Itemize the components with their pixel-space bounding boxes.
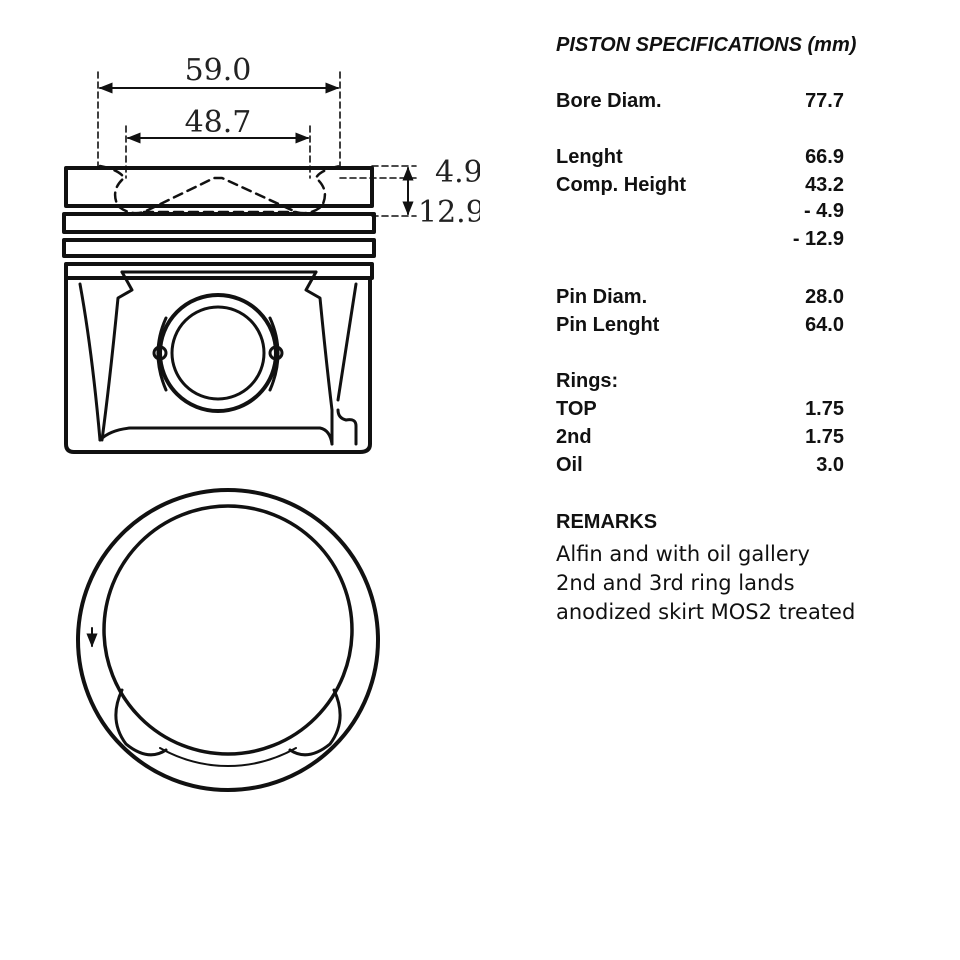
- spec-value: 3.0: [816, 454, 844, 476]
- spec-value: - 12.9: [792, 228, 844, 250]
- spec-value: - 4.9: [803, 200, 844, 222]
- dim-bowl-width-label: 48.7: [185, 105, 252, 140]
- spec-label: TOP: [556, 398, 597, 420]
- spec-label: Lenght: [556, 146, 623, 168]
- spec-row-comp-height-minus-2: - 12.9: [556, 228, 856, 254]
- spec-label: Pin Diam.: [556, 286, 648, 308]
- spec-label: Oil: [556, 454, 583, 476]
- spec-value: 43.2: [805, 174, 844, 196]
- spec-label: Rings:: [556, 370, 619, 392]
- spec-label: Pin Lenght: [556, 314, 660, 336]
- remarks-title: REMARKS: [556, 511, 658, 533]
- spec-row-comp-height: Comp. Height 43.2: [556, 174, 856, 200]
- remark-line: 2nd and 3rd ring lands: [556, 571, 795, 595]
- spec-value: 64.0: [805, 314, 844, 336]
- spec-row-ring-oil: Oil 3.0: [556, 454, 856, 480]
- spec-label: Bore Diam.: [556, 90, 662, 112]
- piston-top-view: [76, 488, 380, 792]
- spec-value: 28.0: [805, 286, 844, 308]
- dim-ring-position-label: 12.9: [418, 195, 480, 230]
- spec-value: 66.9: [805, 146, 844, 168]
- spec-row-pin-diam: Pin Diam. 28.0: [556, 286, 856, 312]
- remark-line: Alfin and with oil gallery: [556, 542, 810, 566]
- spec-row-ring-top: TOP 1.75: [556, 398, 856, 424]
- spec-panel: PISTON SPECIFICATIONS (mm) Bore Diam. 77…: [556, 0, 956, 960]
- spec-value: 77.7: [805, 90, 844, 112]
- spec-row-ring-2nd: 2nd 1.75: [556, 426, 856, 452]
- spec-value: 1.75: [805, 398, 844, 420]
- spec-row-rings: Rings:: [556, 370, 856, 396]
- dim-bowl-depth-label: 4.9: [435, 155, 480, 190]
- spec-title: PISTON SPECIFICATIONS (mm): [556, 34, 857, 56]
- spec-row-comp-height-minus-1: - 4.9: [556, 200, 856, 226]
- spec-row-bore: Bore Diam. 77.7: [556, 90, 856, 116]
- piston-drawing: 59.0 48.7 4.9 12.9: [62, 53, 480, 792]
- spec-label: 2nd: [556, 426, 592, 448]
- dim-top-width-label: 59.0: [185, 53, 252, 88]
- piston-side-view: [62, 71, 417, 454]
- spec-value: 1.75: [805, 426, 844, 448]
- spec-label: Comp. Height: [556, 174, 686, 196]
- remark-line: anodized skirt MOS2 treated: [556, 600, 856, 624]
- spec-row-pin-length: Pin Lenght 64.0: [556, 314, 856, 340]
- spec-row-length: Lenght 66.9: [556, 146, 856, 172]
